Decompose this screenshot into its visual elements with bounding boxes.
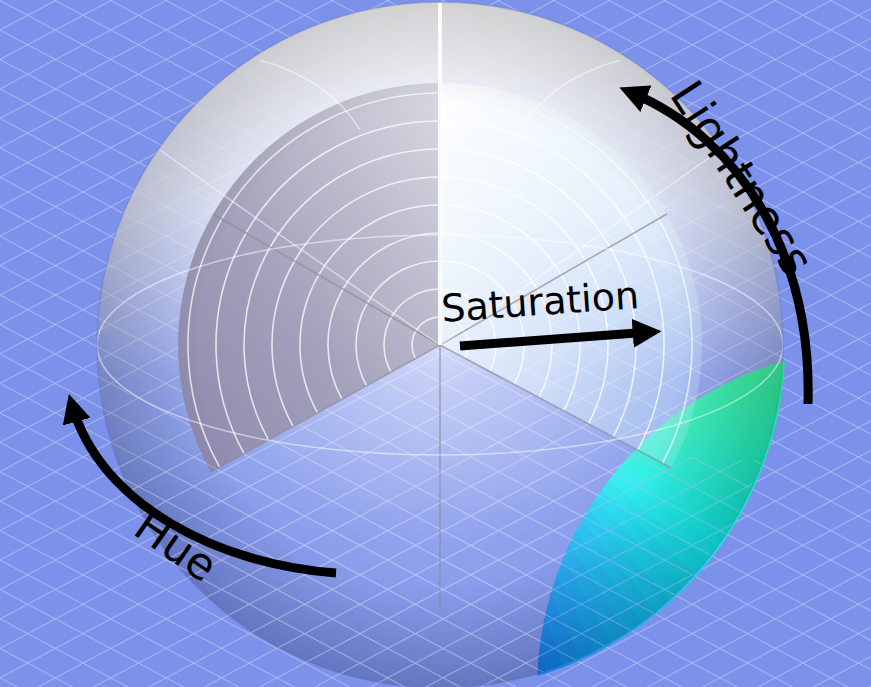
axis-label: Saturation <box>440 276 640 328</box>
axis-label: Hue <box>127 503 224 590</box>
axis-label: Lightness <box>663 73 822 283</box>
saturation-arrow <box>460 332 650 346</box>
arrows <box>72 92 808 573</box>
